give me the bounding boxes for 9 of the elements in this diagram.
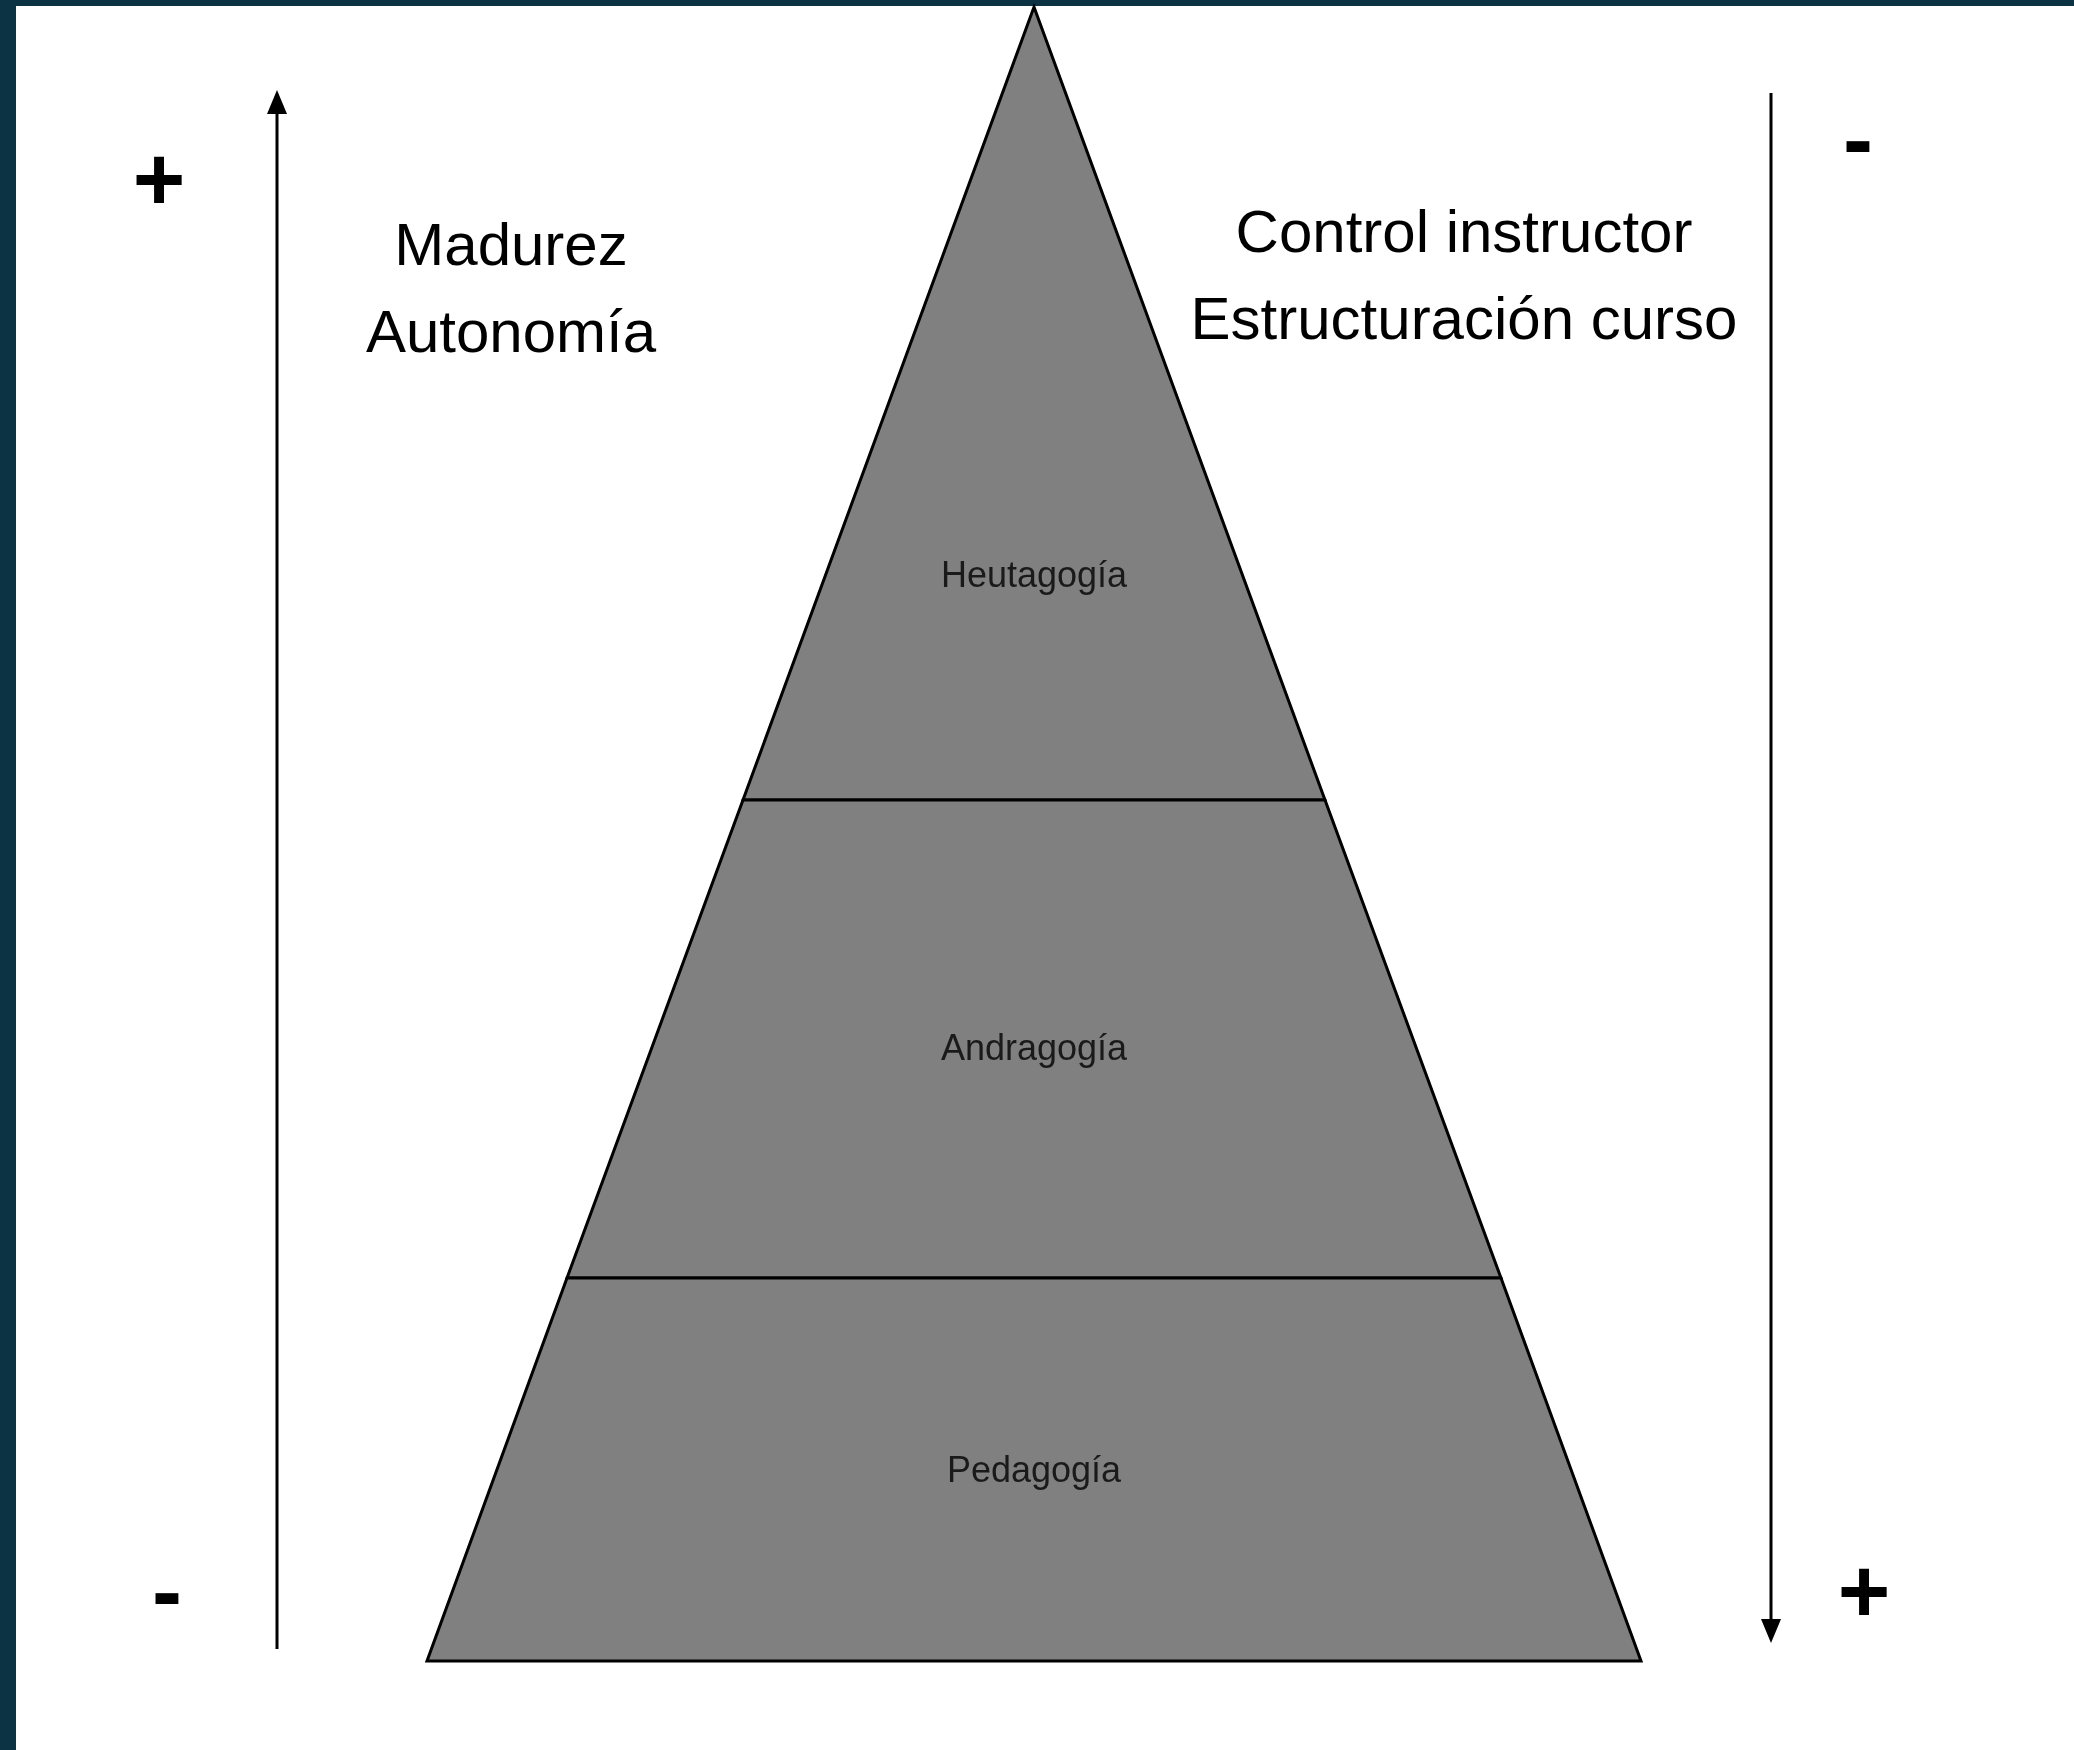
plus-sign: + <box>1836 1539 1892 1643</box>
axis-label: Control instructor Estructuración curso <box>1189 197 1739 354</box>
minus-sign: - <box>1842 87 1874 191</box>
plus-sign: + <box>131 127 187 231</box>
minus-sign: - <box>151 1539 183 1643</box>
tier-label: Pedagogía <box>945 1448 1123 1492</box>
tier-label: Andragogía <box>939 1026 1129 1070</box>
tier-label: Heutagogía <box>939 553 1129 597</box>
axis-label: Madurez Autonomía <box>364 210 658 367</box>
